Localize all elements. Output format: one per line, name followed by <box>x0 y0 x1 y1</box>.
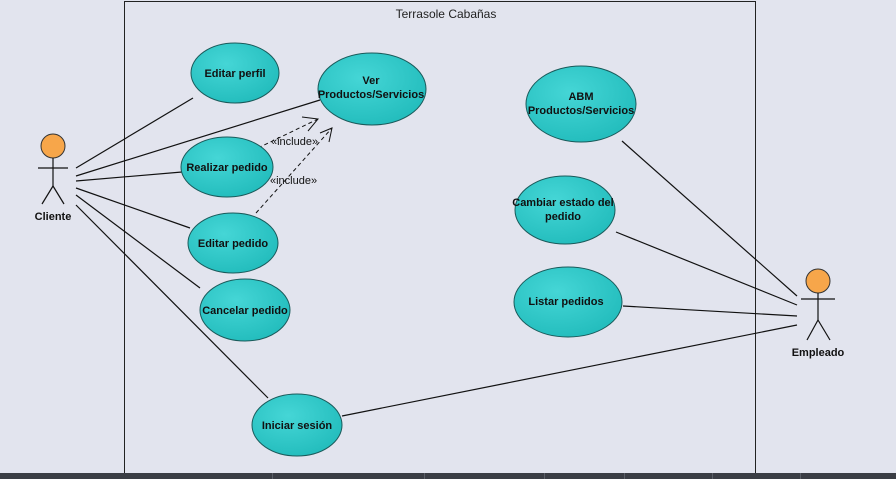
usecase-cancelar-pedido[interactable]: Cancelar pedido <box>199 278 291 342</box>
assoc-empleado-iniciar-sesion <box>341 324 798 417</box>
status-bar-divider <box>712 473 713 479</box>
usecase-realizar-pedido[interactable]: Realizar pedido <box>180 136 274 198</box>
actor-cliente[interactable]: Cliente <box>35 133 72 223</box>
assoc-cliente-iniciar-sesion <box>75 204 269 399</box>
usecase-cambiar-estado-label-1: Cambiar estado del <box>512 197 613 209</box>
usecase-cambiar-estado-label-2: pedido <box>545 211 581 223</box>
assoc-cliente-ver-productos <box>75 99 321 177</box>
status-bar-divider <box>424 473 425 479</box>
usecase-abm-productos[interactable]: ABM Productos/Servicios <box>525 65 637 143</box>
include-label-1: «include» <box>271 136 318 148</box>
assoc-empleado-abm <box>621 140 798 297</box>
usecase-cancelar-pedido-label: Cancelar pedido <box>202 305 288 317</box>
usecase-abm-label-1: ABM <box>568 91 593 103</box>
status-bar-divider <box>624 473 625 479</box>
include-editar-pedido <box>255 127 333 214</box>
actor-cliente-label: Cliente <box>35 211 72 223</box>
status-bar-divider <box>272 473 273 479</box>
cliente-associations <box>75 97 321 399</box>
usecase-ver-productos-label-2: Productos/Servicios <box>318 89 424 101</box>
actor-empleado-label: Empleado <box>792 347 845 359</box>
usecase-ver-productos-label-1: Ver <box>362 75 380 87</box>
usecase-abm-label-2: Productos/Servicios <box>528 105 634 117</box>
include-realizar-pedido <box>257 116 319 149</box>
usecase-cambiar-estado[interactable]: Cambiar estado del pedido <box>512 175 616 245</box>
assoc-cliente-editar-pedido <box>75 187 191 229</box>
include-label-2: «include» <box>270 175 317 187</box>
usecase-iniciar-sesion-label: Iniciar sesión <box>262 420 333 432</box>
usecase-listar-pedidos[interactable]: Listar pedidos <box>513 266 623 338</box>
actor-empleado[interactable]: Empleado <box>792 268 845 359</box>
assoc-cliente-editar-perfil <box>75 97 194 169</box>
actor-cliente-head <box>40 133 66 159</box>
usecase-listar-pedidos-label: Listar pedidos <box>528 296 603 308</box>
usecase-editar-perfil[interactable]: Editar perfil <box>190 42 280 104</box>
usecase-editar-pedido[interactable]: Editar pedido <box>187 212 279 274</box>
assoc-cliente-cancelar-pedido <box>75 194 201 289</box>
actor-empleado-head <box>805 268 831 294</box>
empleado-associations <box>341 140 798 417</box>
assoc-empleado-cambiar-estado <box>615 231 798 306</box>
assoc-cliente-realizar-pedido <box>75 171 183 182</box>
system-title: Terrasole Cabañas <box>396 7 497 21</box>
usecase-iniciar-sesion[interactable]: Iniciar sesión <box>251 393 343 457</box>
status-bar-divider <box>800 473 801 479</box>
usecase-realizar-pedido-label: Realizar pedido <box>186 162 268 174</box>
usecase-ver-productos[interactable]: Ver Productos/Servicios <box>317 52 427 126</box>
usecase-editar-perfil-label: Editar perfil <box>204 68 265 80</box>
usecase-editar-pedido-label: Editar pedido <box>198 238 269 250</box>
status-bar <box>0 473 896 479</box>
assoc-empleado-listar <box>622 305 798 317</box>
status-bar-divider <box>544 473 545 479</box>
